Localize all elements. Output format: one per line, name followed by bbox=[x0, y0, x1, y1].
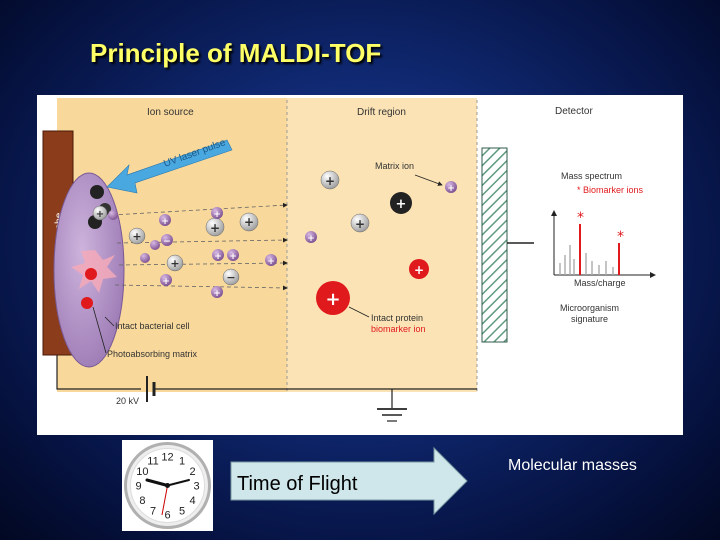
svg-text:+: + bbox=[213, 289, 221, 299]
clock-numeral: 3 bbox=[193, 481, 199, 493]
molecular-masses-label: Molecular masses bbox=[508, 457, 637, 475]
time-of-flight-label: Time of Flight bbox=[237, 473, 358, 495]
svg-text:+: + bbox=[162, 277, 170, 287]
red-particle bbox=[85, 268, 97, 280]
svg-text:+: + bbox=[325, 174, 335, 188]
mass-charge-label: Mass/charge bbox=[574, 278, 626, 288]
clock-numeral: 5 bbox=[179, 506, 185, 518]
biomarker-ions-legend: * Biomarker ions bbox=[577, 185, 644, 195]
clock-numeral: 8 bbox=[139, 495, 145, 507]
drift-region-label: Drift region bbox=[357, 107, 406, 118]
clock-numeral: 4 bbox=[190, 495, 196, 507]
svg-text:−: − bbox=[226, 271, 235, 284]
maldi-tof-diagram: Ion source Drift region Detector Sample … bbox=[37, 95, 683, 435]
svg-text:+: + bbox=[307, 234, 315, 244]
clock-numeral: 7 bbox=[150, 506, 156, 518]
svg-text:+: + bbox=[229, 252, 237, 262]
svg-text:+: + bbox=[355, 217, 365, 231]
svg-text:+: + bbox=[447, 184, 455, 194]
clock-numeral: 11 bbox=[147, 455, 158, 467]
time-of-flight-arrow: Time of Flight bbox=[229, 446, 469, 516]
svg-text:+: + bbox=[244, 215, 254, 229]
svg-text:+: + bbox=[214, 252, 222, 262]
biomarker-ion-sign: + bbox=[325, 289, 340, 310]
svg-text:−: − bbox=[163, 237, 171, 247]
clock-numeral: 12 bbox=[161, 452, 173, 464]
svg-text:+: + bbox=[96, 209, 104, 220]
clock-numeral: 1 bbox=[179, 455, 185, 467]
photo-matrix-label: Photoabsorbing matrix bbox=[107, 349, 198, 359]
clock-numeral: 9 bbox=[135, 481, 141, 493]
ion-source-label: Ion source bbox=[147, 107, 194, 118]
svg-text:+: + bbox=[170, 257, 179, 270]
mass-spectrum-label: Mass spectrum bbox=[561, 171, 622, 181]
signature-label: signature bbox=[571, 314, 608, 324]
svg-text:+: + bbox=[132, 230, 141, 243]
peak-marker: * bbox=[617, 229, 624, 245]
red-ion-small-sign: + bbox=[414, 263, 424, 277]
black-ion-sign: + bbox=[396, 197, 407, 212]
svg-text:+: + bbox=[210, 221, 220, 235]
svg-text:+: + bbox=[267, 257, 275, 267]
clock-numeral: 10 bbox=[136, 466, 148, 478]
slide-title: Principle of MALDI-TOF bbox=[90, 38, 381, 69]
red-particle bbox=[81, 297, 93, 309]
detector-label: Detector bbox=[555, 106, 593, 117]
drift-region bbox=[287, 98, 477, 392]
biomarker-ion-label: biomarker ion bbox=[371, 324, 426, 334]
intact-protein-label: Intact protein bbox=[371, 313, 423, 323]
black-particle bbox=[90, 185, 104, 199]
svg-text:+: + bbox=[161, 217, 169, 227]
voltage-label: 20 kV bbox=[116, 396, 139, 406]
clock-numeral: 6 bbox=[164, 510, 170, 522]
peak-marker: * bbox=[577, 210, 584, 226]
detector-plate bbox=[482, 148, 507, 342]
intact-cell-label: Intact bacterial cell bbox=[115, 321, 190, 331]
microorganism-label: Microorganism bbox=[560, 303, 619, 313]
svg-text:+: + bbox=[213, 210, 221, 220]
matrix-ion-label: Matrix ion bbox=[375, 161, 414, 171]
clock-numeral: 2 bbox=[190, 466, 196, 478]
